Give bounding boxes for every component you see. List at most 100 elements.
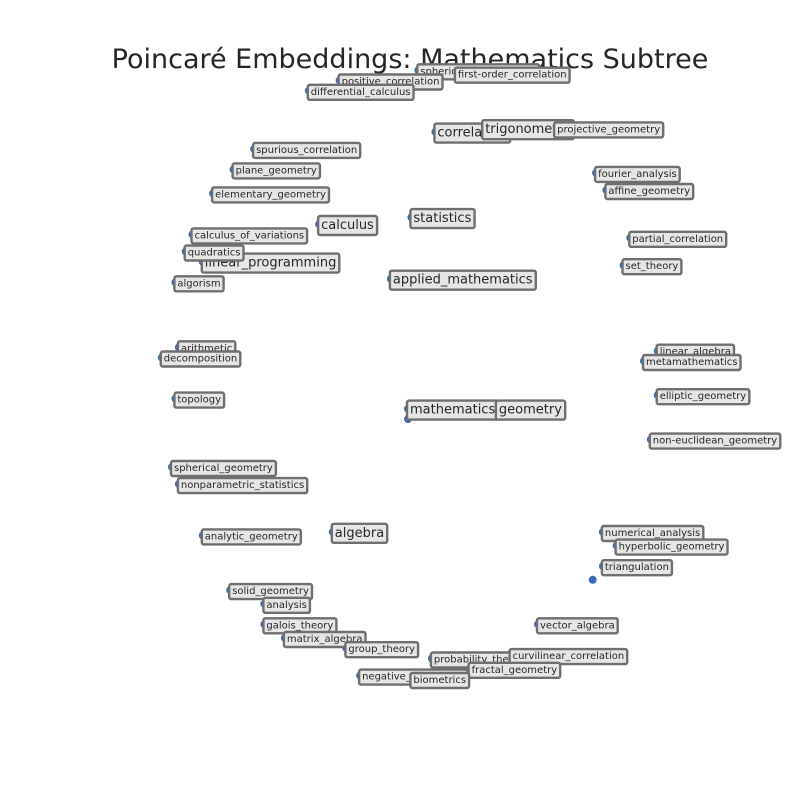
label-text: decomposition bbox=[164, 354, 237, 365]
point-label-curvilinear_correlation: curvilinear_correlation bbox=[508, 647, 629, 666]
label-text: matrix_algebra bbox=[287, 634, 363, 645]
point-label-metamathematics: metamathematics bbox=[641, 353, 742, 372]
label-box bbox=[210, 186, 331, 204]
label-text: fourier_analysis bbox=[598, 169, 677, 180]
point-label-algorism: algorism bbox=[173, 275, 225, 293]
point-label-elementary_geometry: elementary_geometry bbox=[210, 186, 331, 204]
label-text: curvilinear_correlation bbox=[513, 651, 625, 662]
label-text: topology bbox=[177, 395, 221, 406]
label-box bbox=[316, 214, 379, 237]
label-text: first-order_correlation bbox=[458, 70, 567, 81]
point-label-non-euclidean_geometry: non-euclidean_geometry bbox=[648, 432, 782, 450]
point-label-analytic_geometry: analytic_geometry bbox=[200, 528, 303, 546]
label-text: spherical_geometry bbox=[174, 463, 273, 474]
point-label-geometry: geometry bbox=[494, 399, 567, 421]
label-box bbox=[173, 275, 225, 293]
point-label-spurious_correlation: spurious_correlation bbox=[251, 141, 362, 160]
label-box bbox=[600, 559, 674, 577]
point-label-quadratics: quadratics bbox=[183, 244, 245, 262]
point-label-group_theory: group_theory bbox=[344, 641, 420, 659]
point-label-set_theory: set_theory bbox=[621, 258, 683, 276]
point-label-statistics: statistics bbox=[409, 207, 476, 230]
label-box bbox=[173, 391, 226, 409]
point-label-vector_algebra: vector_algebra bbox=[535, 617, 619, 635]
label-text: nonparametric_statistics bbox=[181, 480, 304, 491]
label-text: galois_theory bbox=[266, 620, 333, 631]
label-box bbox=[614, 538, 729, 556]
label-box bbox=[409, 207, 476, 230]
label-text: geometry bbox=[499, 403, 562, 418]
label-text: spurious_correlation bbox=[256, 145, 357, 156]
label-text: metamathematics bbox=[646, 357, 738, 368]
label-box bbox=[169, 459, 278, 478]
label-text: trigonometry bbox=[485, 122, 571, 137]
point-label-calculus: calculus bbox=[316, 214, 379, 237]
point-label-plane_geometry: plane_geometry bbox=[231, 162, 322, 180]
point-label-hyperbolic_geometry: hyperbolic_geometry bbox=[614, 538, 729, 556]
label-text: calculus_of_variations bbox=[195, 230, 305, 241]
point-label-elliptic_geometry: elliptic_geometry bbox=[655, 388, 751, 406]
label-box bbox=[453, 66, 571, 84]
point-label-nonparametric_statistics: nonparametric_statistics bbox=[176, 476, 309, 495]
label-box bbox=[262, 596, 312, 614]
label-box bbox=[655, 388, 751, 406]
label-box bbox=[648, 432, 782, 450]
label-text: fractal_geometry bbox=[472, 665, 558, 676]
label-text: analytic_geometry bbox=[205, 531, 298, 542]
label-text: positive_correlation bbox=[342, 77, 440, 88]
label-box bbox=[628, 230, 728, 249]
label-layer: mathematics applied_mathematics statistics… bbox=[159, 63, 782, 690]
label-text: vector_algebra bbox=[540, 620, 615, 631]
point-label-partial_correlation: partial_correlation bbox=[628, 230, 728, 249]
label-box bbox=[176, 476, 309, 495]
label-text: solid_geometry bbox=[232, 586, 309, 597]
chart-title: Poincaré Embeddings: Mathematics Subtree bbox=[111, 44, 709, 75]
label-box bbox=[231, 162, 322, 180]
label-text: linear_algebra bbox=[660, 347, 731, 358]
label-text: analysis bbox=[266, 600, 307, 611]
label-text: affine_geometry bbox=[608, 186, 690, 197]
label-text: arithmetic bbox=[181, 343, 232, 354]
point-label-decomposition: decomposition bbox=[159, 350, 242, 368]
label-box bbox=[330, 522, 389, 544]
label-text: group_theory bbox=[348, 644, 415, 655]
label-box bbox=[388, 269, 537, 291]
label-text: biometrics bbox=[413, 675, 466, 686]
label-box bbox=[344, 641, 420, 659]
label-box bbox=[200, 528, 303, 546]
label-text: applied_mathematics bbox=[393, 273, 533, 288]
label-box bbox=[508, 647, 629, 666]
point-label-mathematics: mathematics bbox=[405, 399, 500, 421]
label-box bbox=[409, 671, 471, 690]
point-label-analysis: analysis bbox=[262, 596, 312, 614]
point-label-biometrics: biometrics bbox=[409, 671, 471, 690]
label-text: elliptic_geometry bbox=[660, 391, 747, 402]
label-text: probability_theory bbox=[434, 655, 525, 666]
label-box bbox=[306, 83, 415, 102]
point-label-triangulation: triangulation bbox=[600, 559, 674, 577]
point-label-galois_theory: galois_theory bbox=[262, 617, 338, 635]
point-label-spherical_geometry: spherical_geometry bbox=[169, 459, 278, 478]
label-text: set_theory bbox=[626, 261, 679, 272]
label-box bbox=[604, 182, 695, 201]
label-text: statistics bbox=[413, 211, 471, 226]
point-label-topology: topology bbox=[173, 391, 226, 409]
point-label-fractal_geometry: fractal_geometry bbox=[467, 661, 562, 679]
point-label-applied_mathematics: applied_mathematics bbox=[388, 269, 537, 291]
label-text: projective_geometry bbox=[557, 124, 660, 135]
label-text: elementary_geometry bbox=[215, 189, 326, 200]
label-box bbox=[190, 227, 309, 245]
label-box bbox=[641, 353, 742, 372]
unlabeled-point-1 bbox=[588, 575, 597, 584]
point-label-first-order_correlation: first-order_correlation bbox=[453, 66, 571, 84]
label-text: algebra bbox=[335, 526, 384, 541]
label-box bbox=[467, 661, 562, 679]
point-label-differential_calculus: differential_calculus bbox=[306, 83, 415, 102]
label-box bbox=[494, 399, 567, 421]
point-label-fourier_analysis: fourier_analysis bbox=[593, 165, 681, 184]
label-box bbox=[183, 244, 245, 262]
label-box bbox=[159, 350, 242, 368]
label-box bbox=[251, 141, 362, 160]
label-text: hyperbolic_geometry bbox=[619, 542, 725, 553]
